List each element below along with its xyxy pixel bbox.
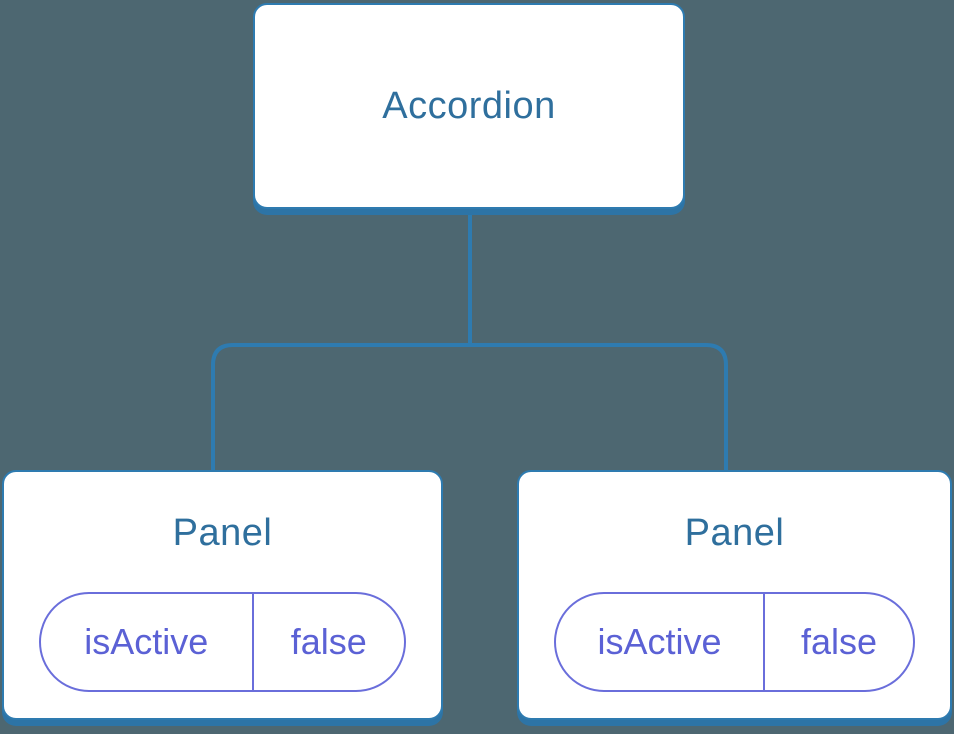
prop-pill: isActive false [39,592,406,692]
tree-node-panel-right: Panel isActive false [517,470,952,720]
accordion-node-label: Accordion [382,84,556,127]
prop-pill: isActive false [554,592,915,692]
prop-value: false [290,621,367,662]
panel-node-label: Panel [684,512,785,554]
tree-node-accordion: Accordion [253,3,685,209]
prop-name: isActive [556,594,766,690]
tree-node-panel-left: Panel isActive false [2,470,443,720]
prop-value: false [801,621,878,662]
prop-name: isActive [41,594,254,690]
panel-node-label: Panel [172,512,273,554]
connector-branch [211,343,728,478]
